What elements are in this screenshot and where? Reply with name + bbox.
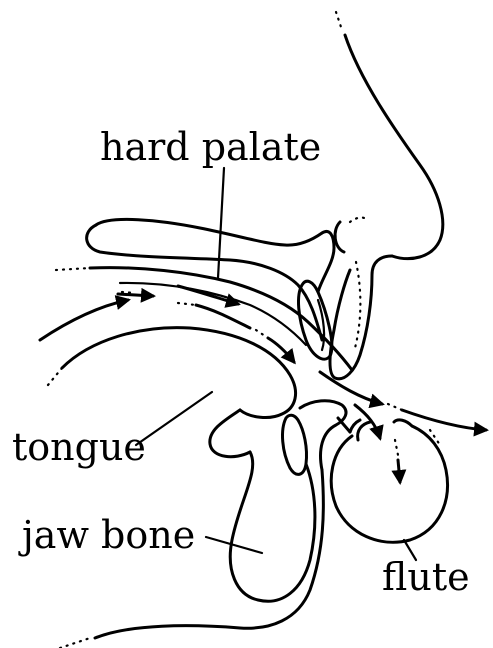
tongue-leader xyxy=(136,392,212,445)
flute-label: flute xyxy=(382,555,470,599)
flute-shape xyxy=(331,420,447,542)
lower-teeth xyxy=(283,415,307,474)
tongue-shape xyxy=(48,328,296,418)
face-profile xyxy=(335,12,443,259)
hard-palate xyxy=(56,268,352,370)
upper-cavity xyxy=(87,219,334,340)
jaw-bone-leader xyxy=(206,537,262,553)
upper-lip xyxy=(330,256,392,379)
tongue-label: tongue xyxy=(12,425,146,469)
hard-palate-leader xyxy=(218,168,224,278)
jaw-bone-label: jaw bone xyxy=(18,513,195,557)
hard-palate-label: hard palate xyxy=(100,125,321,169)
